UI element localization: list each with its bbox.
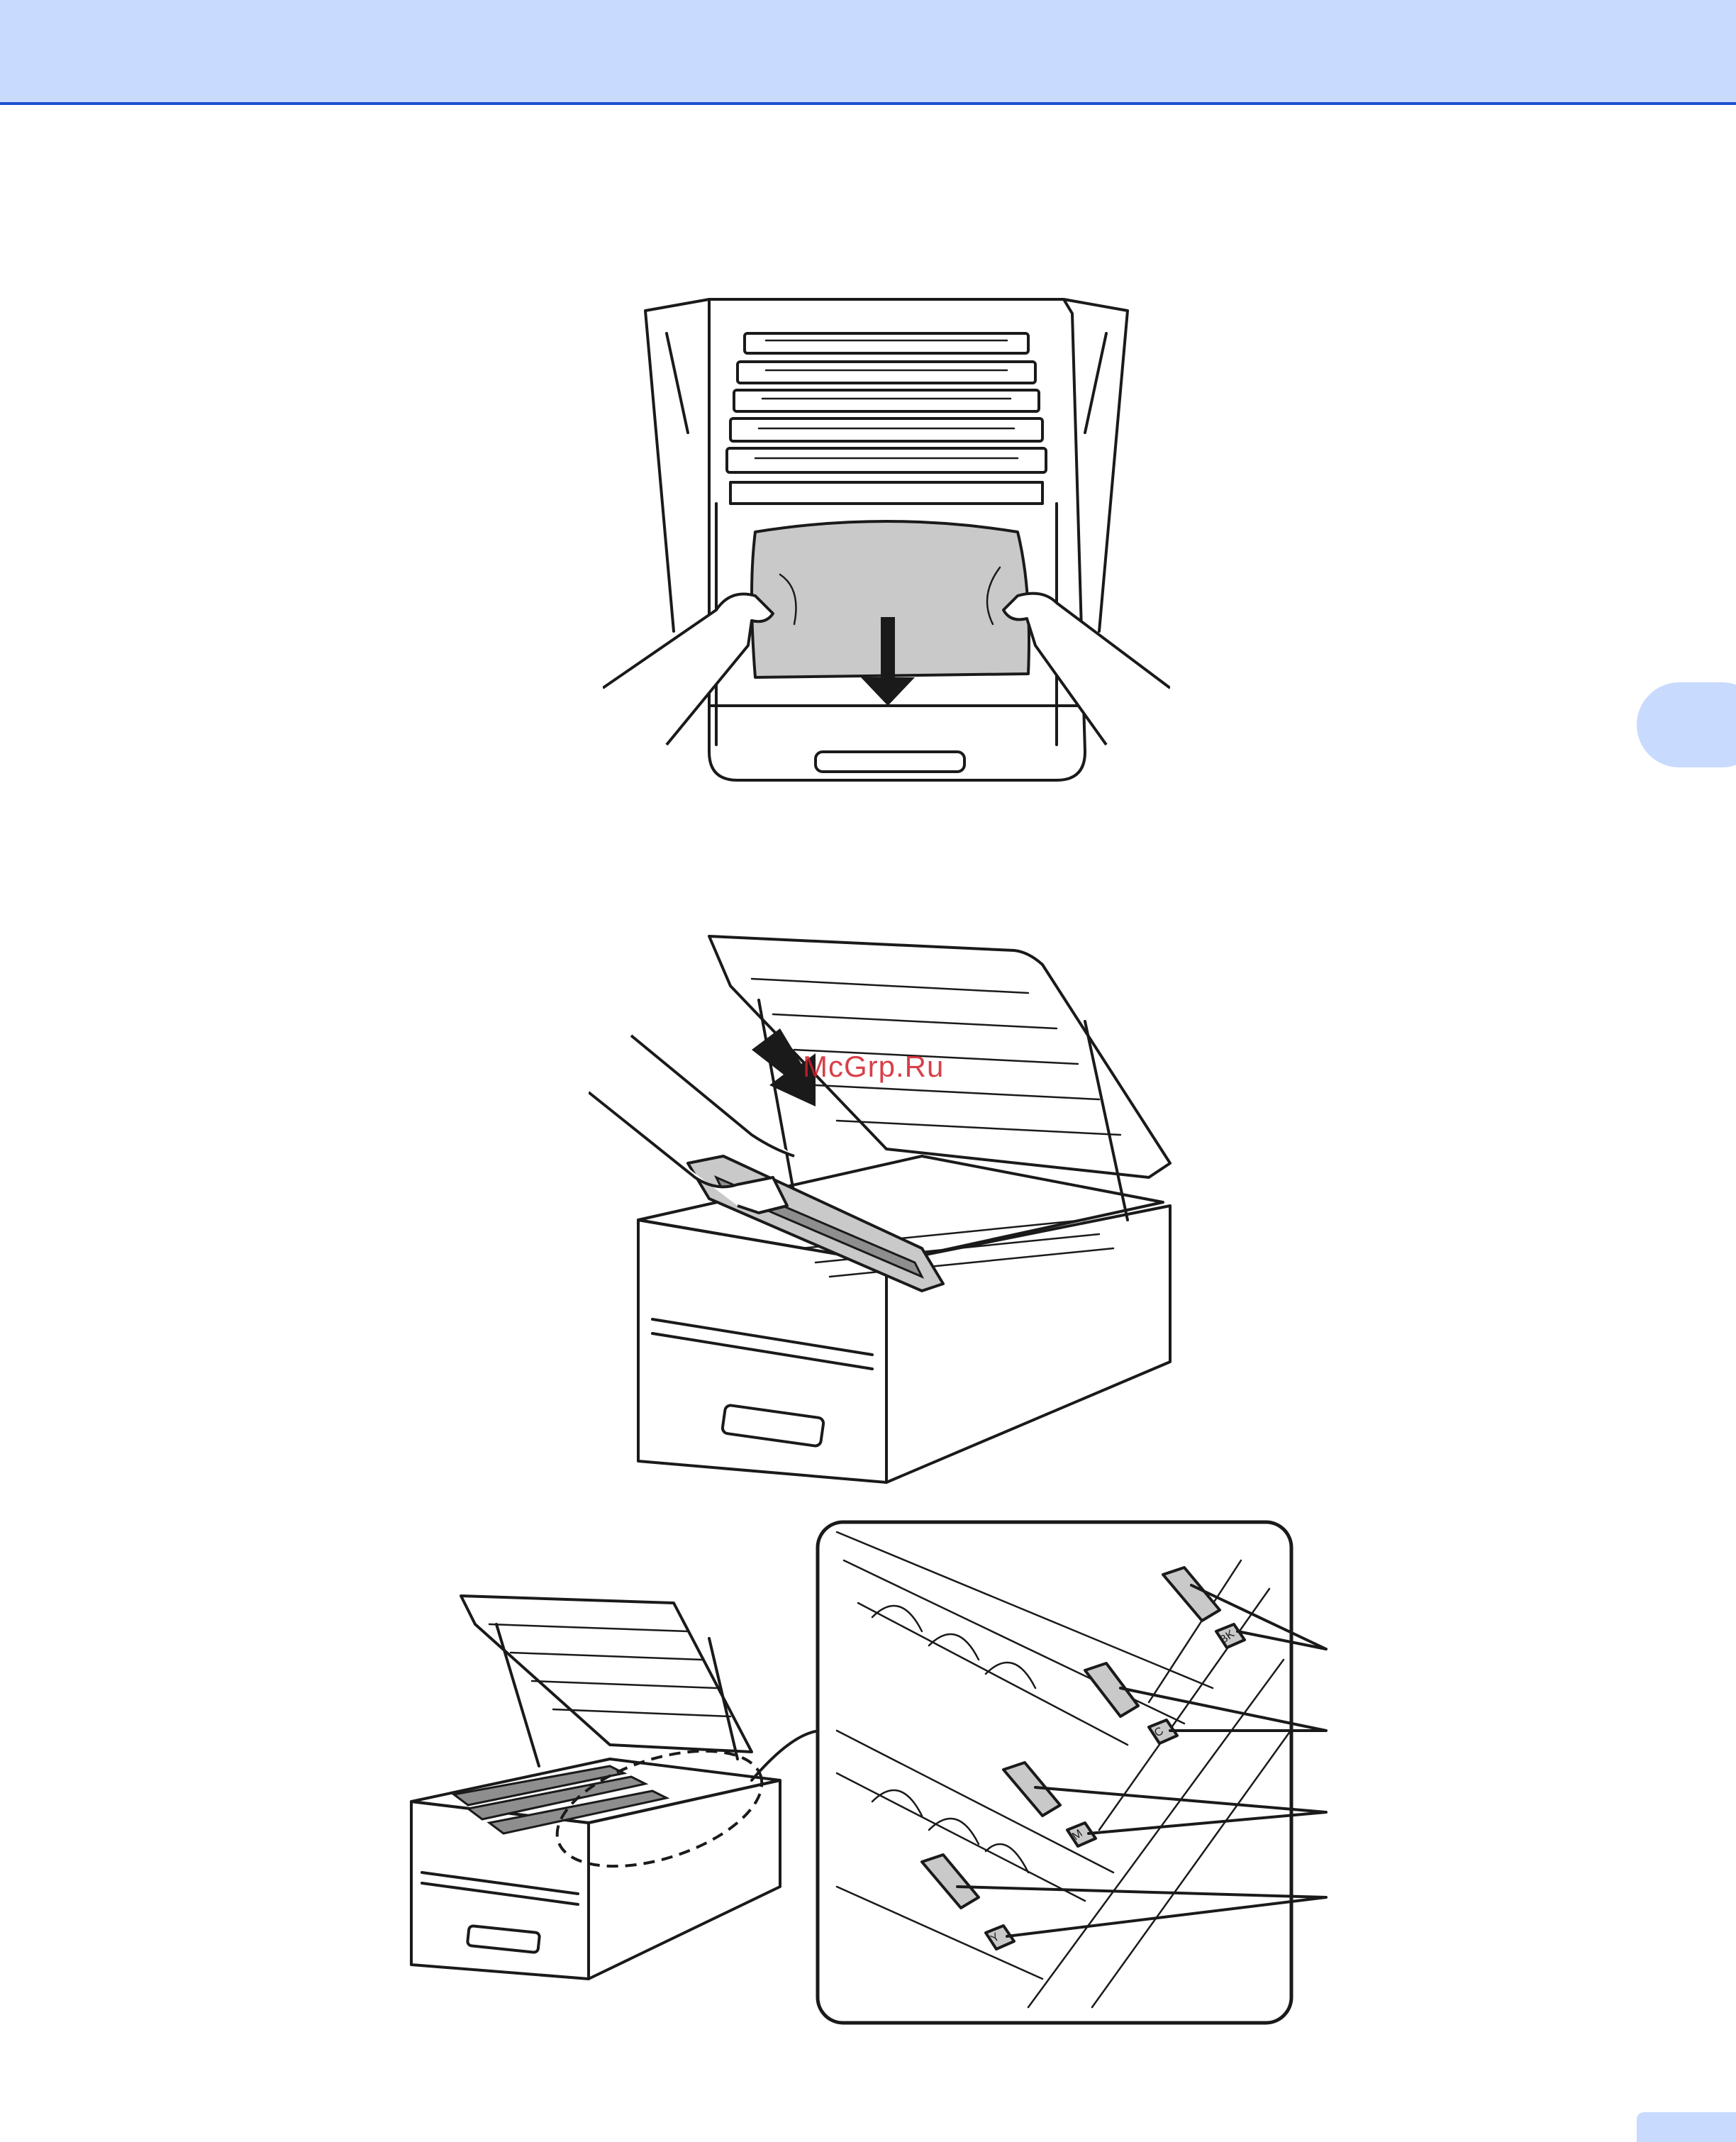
watermark: McGrp.Ru <box>803 1050 944 1084</box>
cartridge-slots <box>727 333 1046 472</box>
paper-removal-illustration <box>603 291 1170 787</box>
hand <box>589 1036 794 1213</box>
chapter-tab <box>1637 682 1736 767</box>
inset-frame <box>818 1522 1291 2023</box>
drum-insertion-illustration <box>589 922 1191 1511</box>
page-number-box <box>1637 2112 1736 2142</box>
header-band <box>0 0 1736 105</box>
printer-overview-illustration <box>397 1582 837 1993</box>
